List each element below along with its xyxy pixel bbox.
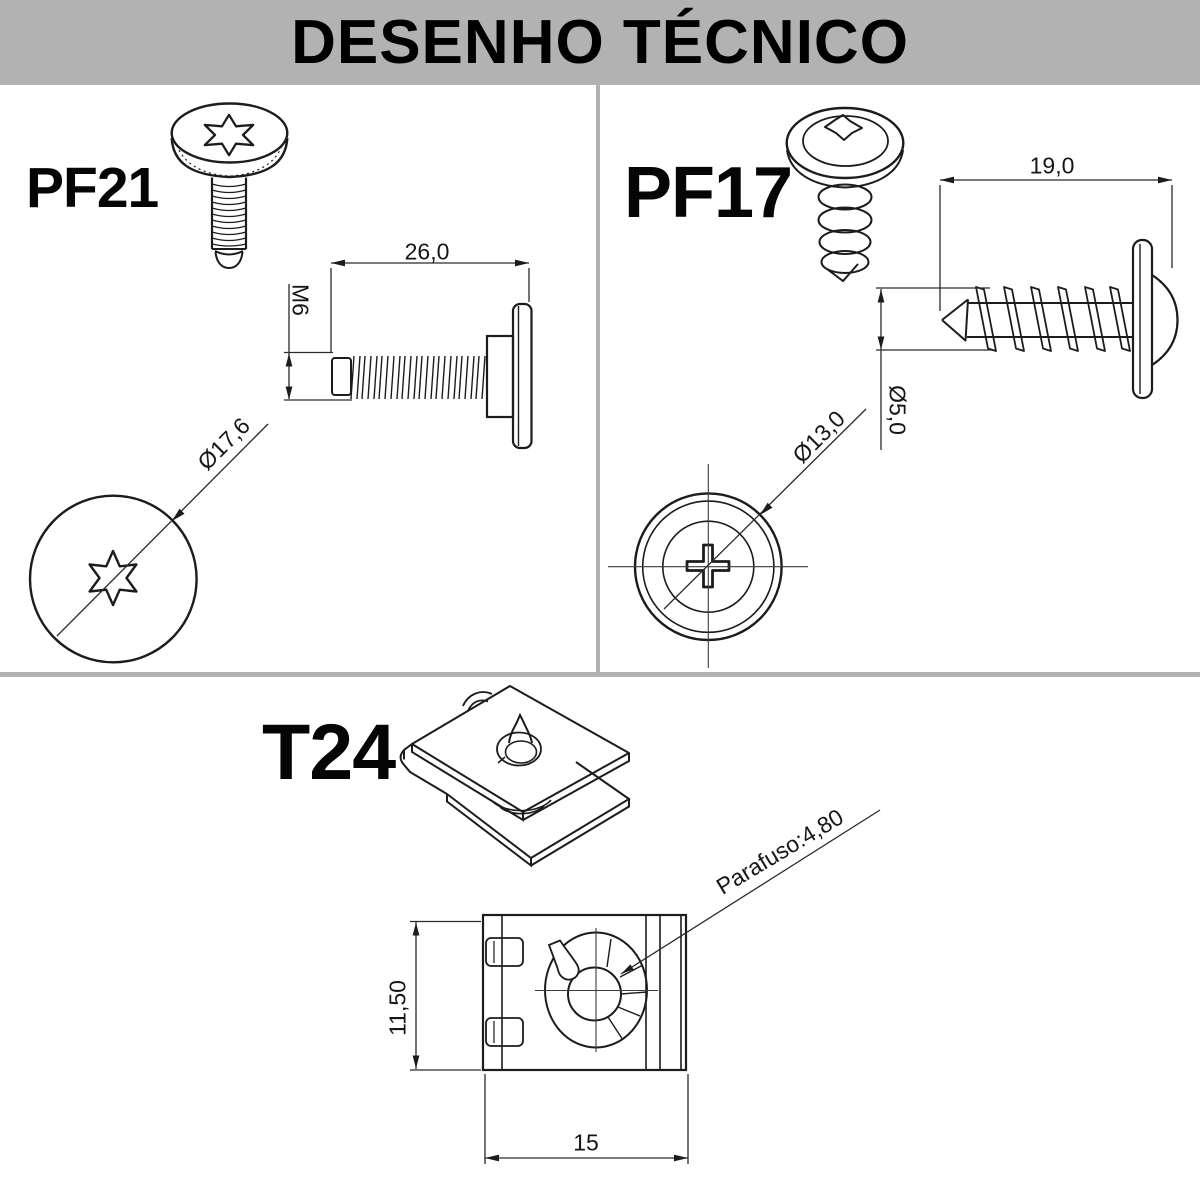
pf21-thread-size-dim: M6 xyxy=(287,284,314,316)
pf21-length-dim: 26,0 xyxy=(404,238,450,265)
pf21-bottom-view xyxy=(28,423,269,664)
pf17-3d-drawing xyxy=(785,106,905,283)
page-title: DESENHO TÉCNICO xyxy=(291,8,909,77)
t24-part-label: T24 xyxy=(262,707,396,796)
t24-width-dim: 15 xyxy=(573,1129,599,1156)
pf21-part-label: PF21 xyxy=(26,156,159,220)
pf17-part-label: PF17 xyxy=(624,153,793,233)
vertical-divider xyxy=(596,85,600,674)
pf17-bottom-view xyxy=(608,408,867,668)
pf21-3d-drawing xyxy=(170,102,289,270)
pf17-side-view xyxy=(876,176,1179,450)
pf17-shaft-diameter-dim: Ø5,0 xyxy=(884,385,911,435)
t24-top-view xyxy=(410,809,881,1164)
t24-iso-drawing xyxy=(399,685,631,868)
t24-height-dim: 11,50 xyxy=(384,980,411,1036)
horizontal-divider xyxy=(0,672,1200,677)
pf17-length-dim: 19,0 xyxy=(1029,152,1075,179)
pf21-side-view xyxy=(284,259,533,450)
page-header: DESENHO TÉCNICO xyxy=(0,0,1200,85)
